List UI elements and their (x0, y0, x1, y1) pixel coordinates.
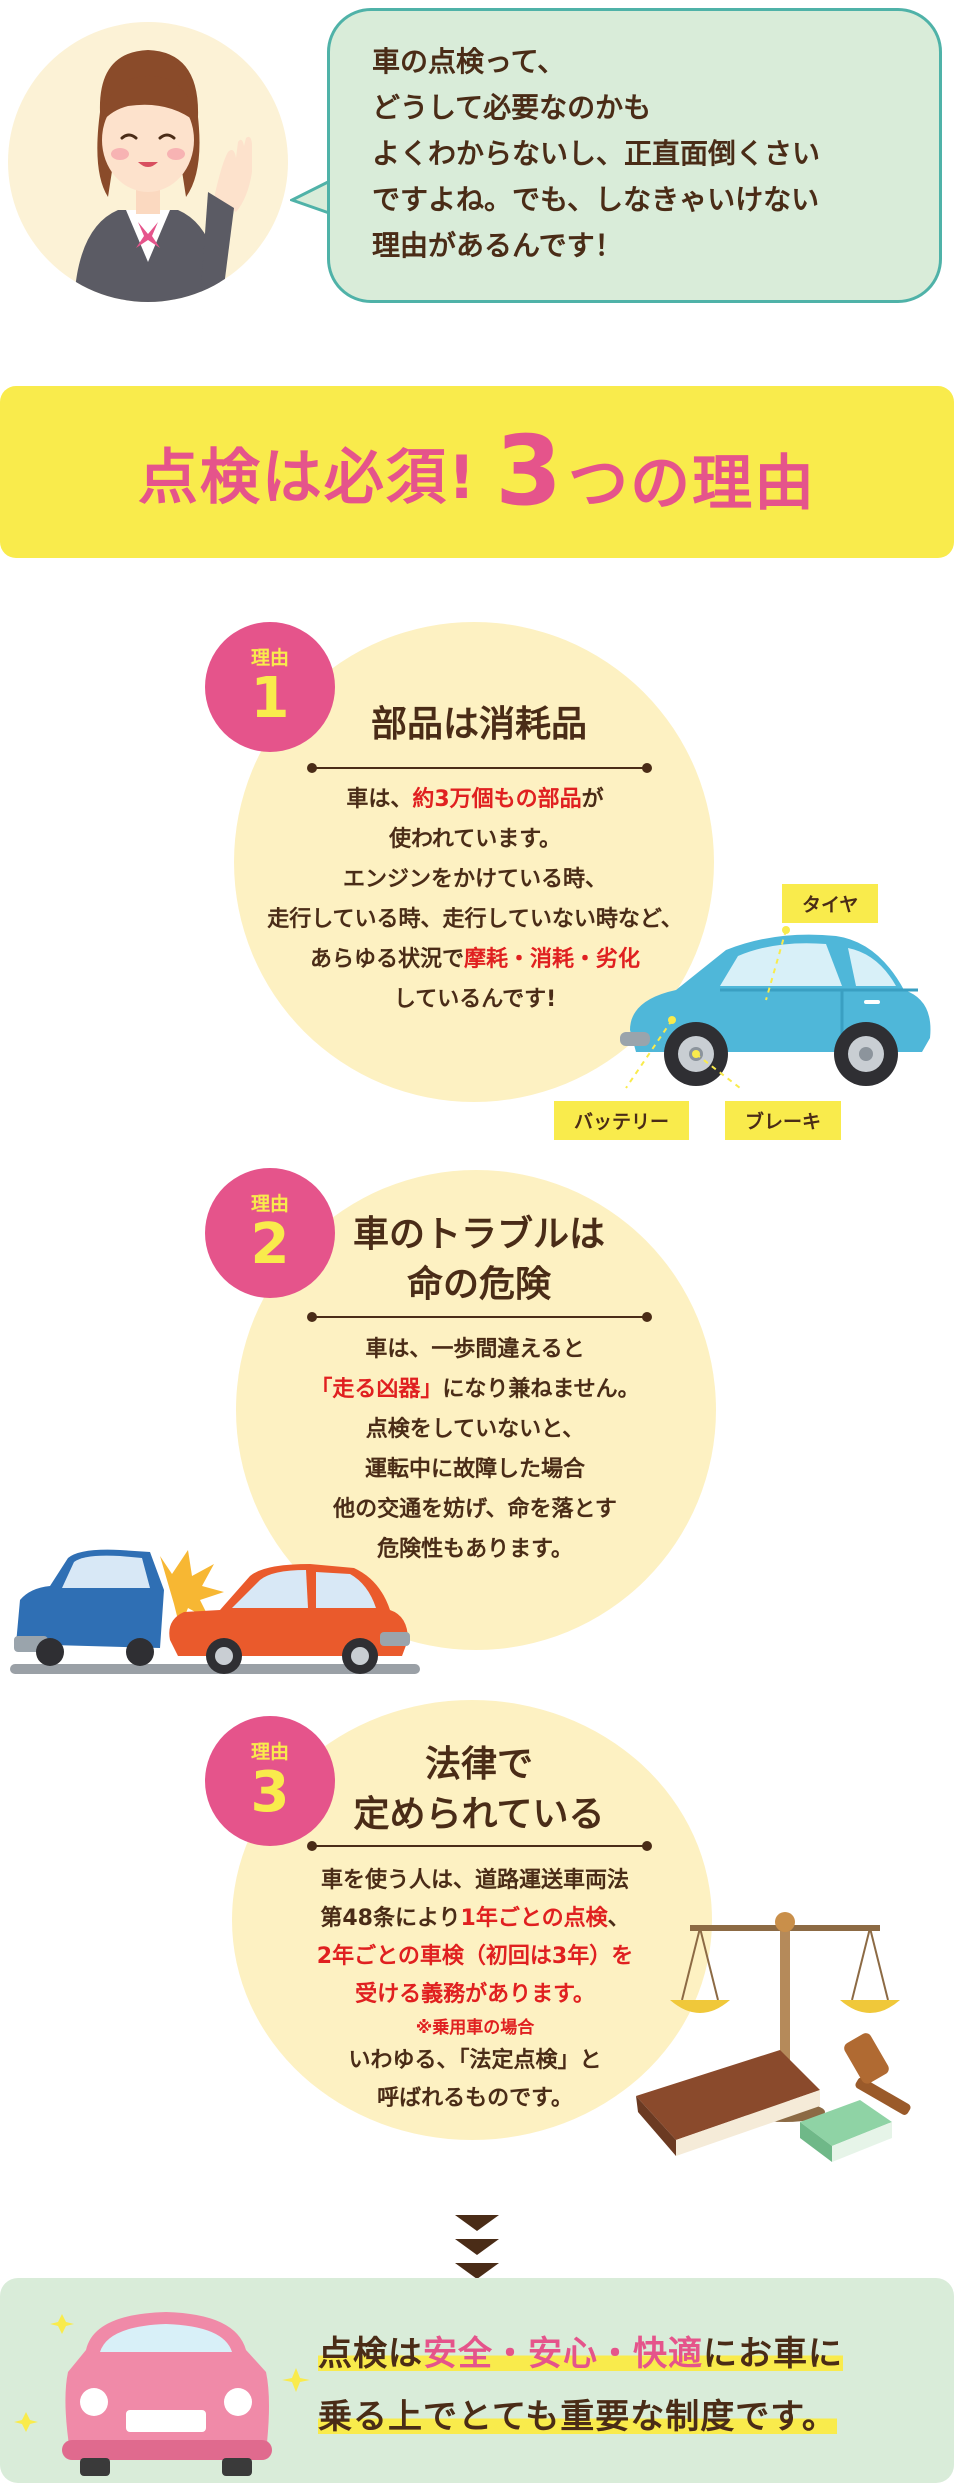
reason-1-body: 車は、約3万個もの部品が 使われています。 エンジンをかけている時、 走行してい… (240, 780, 710, 1020)
body-text: 車は、 (346, 787, 413, 812)
speech-line: よくわからないし、正直面倒くさい (372, 137, 821, 170)
body-text: 使われています。 (388, 827, 562, 852)
speech-line: 理由があるんです！ (372, 229, 623, 262)
body-text: あらゆる状況で (309, 947, 464, 972)
divider-rule (307, 1312, 652, 1322)
badge-label: 理由 (250, 647, 289, 669)
label-tire: タイヤ (782, 884, 879, 923)
title-line: 定められている (353, 1794, 605, 1835)
label-brake: ブレーキ (725, 1101, 842, 1140)
body-text: 車は、一歩間違えると (365, 1337, 585, 1362)
reason-3-body: 車を使う人は、道路運送車両法 第48条により1年ごとの点検、 2年ごとの車検（初… (240, 1862, 710, 2118)
speech-line: ですよね。でも、しなきゃいけない (372, 183, 820, 216)
highlight-text: 受ける義務があります。 (355, 1982, 595, 2007)
speech-line: 車の点検って、 (372, 45, 566, 78)
car-crash-illustration (10, 1549, 420, 1674)
reason-1-badge: 理由 1 (205, 622, 335, 752)
body-text: 危険性もあります。 (377, 1537, 573, 1562)
reason-3-title: 法律で 定められている (314, 1740, 644, 1840)
highlight-text: 2年ごとの車検（初回は3年）を (316, 1944, 634, 1969)
body-text: いわゆる、「法定点検」と (348, 2048, 602, 2073)
label-battery: バッテリー (554, 1101, 690, 1140)
banner-text-before: 点検は必須! (137, 442, 478, 513)
speech-bubble-tail (290, 178, 333, 216)
conclusion-line-1: 点検は安全・安心・快適にお車に (318, 2326, 843, 2375)
body-text: 他の交通を妨げ、命を落とす (333, 1497, 617, 1522)
highlight-text: 1年ごとの点検 (460, 1906, 608, 1931)
body-text: 点検をしていないと、 (365, 1417, 585, 1442)
title-line: 法律で (424, 1744, 533, 1785)
badge-number: 1 (250, 666, 290, 731)
body-text: 第48条により (320, 1906, 461, 1931)
chevron-down-icon (455, 2215, 499, 2279)
body-text: エンジンをかけている時、 (342, 867, 607, 892)
highlight-text: 約3万個もの部品 (412, 787, 582, 812)
badge-label: 理由 (250, 1741, 289, 1763)
badge-label: 理由 (250, 1193, 289, 1215)
body-text: しているんです! (393, 987, 557, 1012)
title-line: 命の危険 (406, 1264, 551, 1305)
reason-2-badge: 理由 2 (205, 1168, 335, 1298)
title-banner: 点検は必須! 3 つの理由 (0, 386, 954, 558)
staff-woman-illustration (74, 50, 252, 302)
banner-number: 3 (495, 414, 563, 527)
avatar (8, 22, 288, 302)
highlight-text: 「走る凶器」 (310, 1377, 443, 1402)
body-text: 運転中に故障した場合 (364, 1457, 585, 1482)
law-scales-book-gavel-illustration (636, 1912, 911, 2162)
conclusion-line-2: 乗る上でとても重要な制度です。 (318, 2389, 837, 2438)
divider-rule (307, 1841, 652, 1851)
divider-rule (307, 763, 652, 773)
conclusion-text-part: にお車に (703, 2334, 843, 2374)
speech-line: どうして必要なのかも (372, 91, 652, 124)
body-text: になり兼ねません。 (442, 1377, 640, 1402)
body-text: 、 (607, 1906, 630, 1931)
note-text: ※乗用車の場合 (415, 2018, 535, 2038)
badge-number: 2 (250, 1212, 290, 1277)
title-line: 車のトラブルは (352, 1214, 605, 1255)
reason-2-body: 車は、一歩間違えると 「走る凶器」になり兼ねません。 点検をしていないと、 運転… (240, 1330, 710, 1570)
pink-car-illustration (14, 2312, 310, 2476)
blue-car-illustration (620, 926, 931, 1089)
body-text: が (581, 787, 604, 812)
conclusion-highlight: 安全・安心・快適 (423, 2334, 703, 2374)
badge-number: 3 (250, 1760, 290, 1825)
reason-3-badge: 理由 3 (205, 1716, 335, 1846)
conclusion-text-part: 点検は (318, 2334, 423, 2374)
conclusion-text: 点検は安全・安心・快適にお車に 乗る上でとても重要な制度です。 (318, 2326, 843, 2438)
banner-text-after: つの理由 (568, 448, 817, 519)
reason-1-title: 部品は消耗品 (370, 704, 587, 745)
body-text: 車を使う人は、道路運送車両法 (320, 1868, 629, 1893)
body-text: 呼ばれるものです。 (377, 2086, 573, 2111)
reason-2-title: 車のトラブルは 命の危険 (314, 1210, 644, 1310)
highlight-text: 摩耗・消耗・劣化 (464, 947, 641, 972)
body-text: 走行している時、走行していない時など、 (267, 907, 683, 932)
speech-bubble: 車の点検って、 どうして必要なのかも よくわからないし、正直面倒くさい ですよね… (327, 8, 942, 303)
